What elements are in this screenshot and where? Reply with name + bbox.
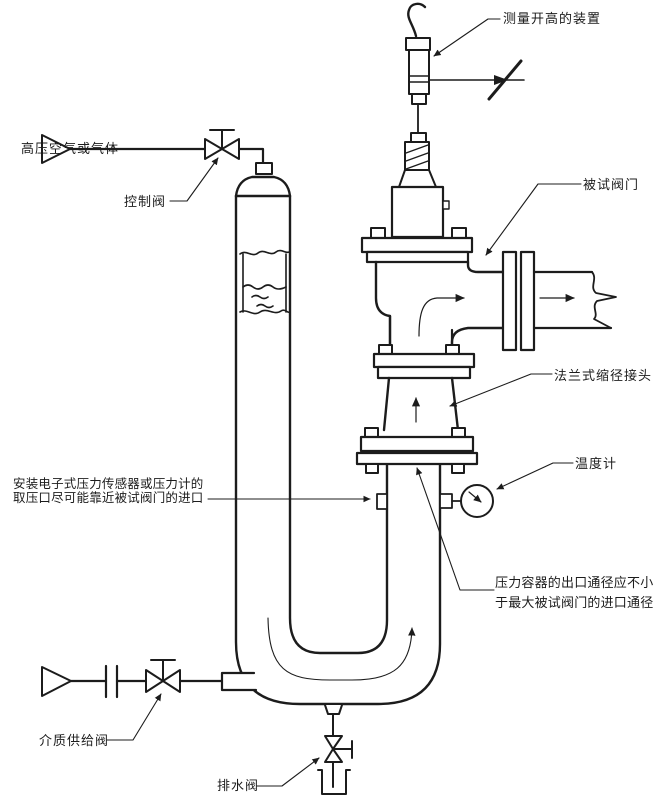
media-supply-line (41, 659, 258, 699)
label-drain-valve: 排水阀 (217, 778, 260, 793)
sight-glass-column (234, 162, 442, 706)
pipe-joint-symbol (104, 664, 119, 699)
label-reducer: 法兰式缩径接头 (554, 368, 653, 383)
drain-cup (317, 769, 351, 795)
valve-body (374, 260, 392, 356)
support-slash (487, 59, 523, 101)
leader-lines (106, 18, 582, 787)
label-test-valve: 被试阀门 (583, 177, 640, 192)
flow-arrow-in-valve (418, 293, 465, 337)
flanged-reducer (355, 314, 479, 474)
label-hp-air: 高压空气或气体 (21, 141, 120, 156)
drain-stub (324, 704, 343, 715)
label-pressure-tap-note: 安装电子式压力传感器或压力计的 取压口尽可能靠近被试阀门的进口 (13, 477, 204, 505)
wave-mark (256, 303, 274, 309)
label-control-valve: 控制阀 (124, 194, 167, 209)
thermometer-needle (468, 491, 482, 503)
label-thermometer: 温度计 (575, 456, 618, 471)
pressure-vessel-taps (376, 493, 453, 510)
leader-thermometer (496, 462, 574, 490)
lift-measuring-device (405, 2, 431, 134)
pipe-break-symbol (591, 271, 617, 329)
reducer-cone (382, 376, 460, 432)
thermometer-gauge (451, 484, 494, 518)
outlet-pipe (501, 250, 617, 352)
leader-control-valve (169, 157, 219, 202)
supply-stub (220, 671, 258, 692)
leader-lift-device (433, 18, 501, 57)
label-lift-device: 测量开高的装置 (503, 11, 602, 26)
outlet-flange (519, 250, 536, 352)
thermometer-boss (439, 493, 453, 509)
label-vessel-outlet-note: 压力容器的出口通径应不小 于最大被试阀门的进口通径 (495, 575, 654, 610)
device-support-bar (428, 59, 525, 101)
media-source-symbol (41, 666, 72, 697)
drain-valve-symbol (324, 735, 353, 763)
leader-reducer (449, 373, 553, 407)
sensor-cable (407, 2, 427, 38)
flow-line (267, 617, 416, 681)
support-arrow (494, 75, 508, 85)
supply-valve-symbol (145, 659, 181, 693)
water-level-break (239, 249, 291, 315)
gas-source-symbol (41, 134, 71, 164)
leader-supply-valve (106, 693, 162, 741)
pressure-tap-boss (376, 493, 388, 510)
valve-bonnet (390, 185, 445, 239)
leader-drain-valve (256, 757, 320, 787)
drain-line (317, 704, 353, 795)
label-supply-valve: 介质供给阀 (39, 733, 110, 748)
leader-vessel-outlet (416, 467, 495, 591)
test-valve-assembly (360, 132, 505, 356)
control-valve-symbol (204, 129, 240, 160)
thermometer-dial (460, 484, 494, 518)
outlet-flange (501, 250, 518, 352)
u-tube-flow (267, 617, 416, 681)
hp-gas-inlet-line (41, 134, 265, 166)
leader-test-valve (485, 183, 582, 256)
column-top-nub (255, 162, 273, 175)
wave-mark (251, 294, 269, 300)
